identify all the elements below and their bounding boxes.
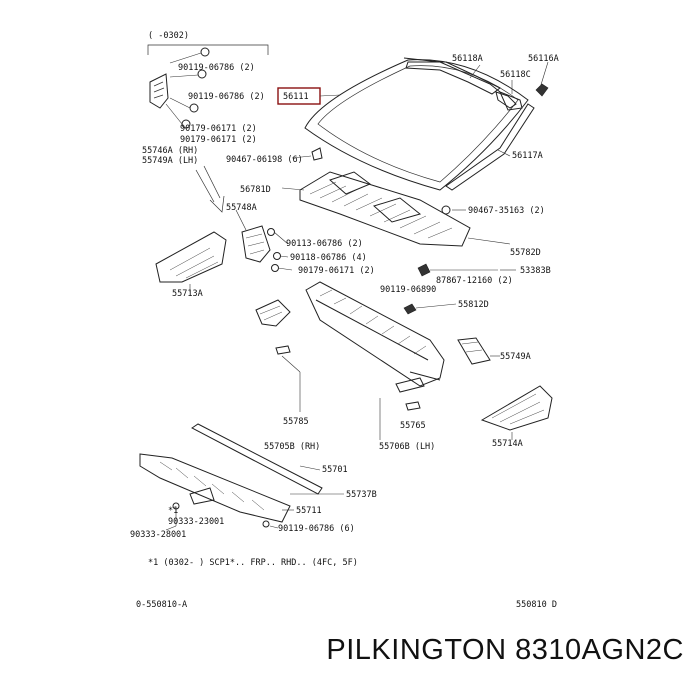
label-55748a: 55748A [226,203,257,213]
bracket-55748a [235,209,293,272]
label-90467-b: 90467-35163 (2) [468,206,545,216]
label-90333-28001: 90333-28001 [130,530,186,540]
footnote: *1 (0302- ) SCP1*.. FRP.. RHD.. (4FC, 5F… [148,558,358,568]
label-55714a: 55714A [492,439,523,449]
label-90118: 90118-06786 (4) [290,253,367,263]
label-90113: 90113-06786 (2) [286,239,363,249]
label-55711: 55711 [296,506,322,516]
label-90119-06890: 90119-06890 [380,285,436,295]
cowl-bracket-left [255,299,291,327]
cowl-top-panel [305,281,445,387]
hinge-bracket-assembly [149,47,210,129]
molding-strips [405,61,549,111]
label-55713a: 55713A [172,289,203,299]
label-55701: 55701 [322,465,348,475]
seal-strip-55701 [191,423,323,495]
bolt-55812d [403,303,457,315]
label-55749a-lh: 55749A (LH) [142,156,198,166]
ref-right: 550810 D [516,600,557,610]
label-56111: 56111 [283,92,309,102]
clip-90467-b [441,205,466,215]
label-55785: 55785 [283,417,309,427]
label-55706b-lh: 55706B (LH) [379,442,435,452]
callout-arrow [195,165,225,213]
bottom-fasteners [165,502,279,531]
label-bolt-2: 90119-06786 (2) [188,92,265,102]
side-panel-55713a [155,231,227,292]
label-56118c: 56118C [500,70,531,80]
label-55737b: 55737B [346,490,377,500]
label-56118a: 56118A [452,54,483,64]
label-55765: 55765 [400,421,426,431]
bracket-55749a [457,337,500,365]
label-56117a: 56117A [512,151,543,161]
windshield-glass [304,57,529,191]
label-53383b: 53383B [520,266,551,276]
part-number-caption: PILKINGTON 8310AGN2C [326,634,684,666]
side-molding-56117a [445,103,535,191]
lower-panel-55737b [139,453,344,523]
label-bolt-4: 90179-06171 (2) [180,135,257,145]
label-55782d: 55782D [510,248,541,258]
label-56781d: 56781D [240,185,271,195]
label-55812d: 55812D [458,300,489,310]
clips-55765 [379,377,425,440]
label-55749a: 55749A [500,352,531,362]
label-star: *1 [168,506,178,516]
label-bolt-3: 90179-06171 (2) [180,124,257,134]
range-bracket [147,44,269,55]
grommet-53383b [417,263,516,277]
label-55705b-rh: 55705B (RH) [264,442,320,452]
label-90333-23001: 90333-23001 [168,517,224,527]
label-90467-a: 90467-06198 (6) [226,155,303,165]
label-90179: 90179-06171 (2) [298,266,375,276]
label-87867: 87867-12160 (2) [436,276,513,286]
ref-left: 0-550810-A [136,600,187,610]
label-56116a: 56116A [528,54,559,64]
side-panel-55714a [480,385,553,440]
label-55746a-rh: 55746A (RH) [142,146,198,156]
label-90119-06786-6: 90119-06786 (6) [278,524,355,534]
clips-55785 [275,345,301,412]
label-bolt-1: 90119-06786 (2) [178,63,255,73]
label-range-top: ( -0302) [148,31,189,41]
clip-90467 [291,147,323,161]
cowl-louver [281,171,511,247]
